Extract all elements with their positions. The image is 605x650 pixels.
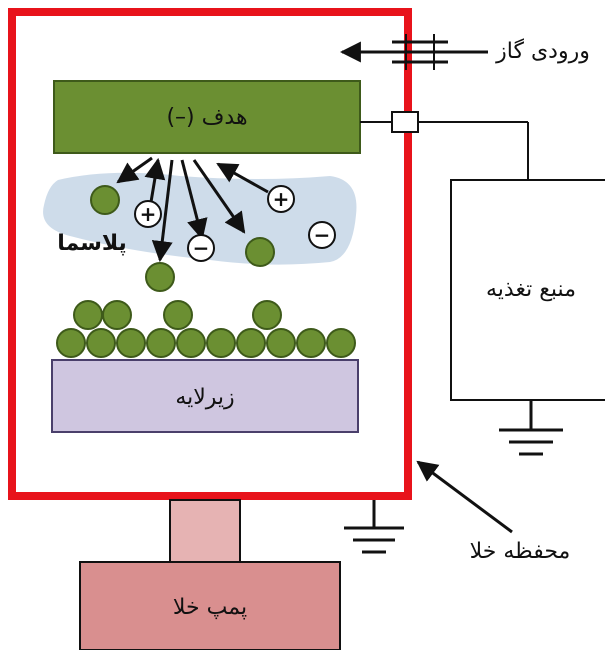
ground-symbol	[344, 500, 404, 554]
sputtered-particle	[245, 237, 275, 267]
chamber-pointer-arrow	[416, 460, 513, 534]
gas-inlet: ورودی گاز	[339, 34, 590, 70]
substrate-label: زیرلایه	[175, 385, 234, 410]
film-particle	[206, 328, 236, 358]
substrate: زیرلایه	[51, 359, 359, 433]
film-particle	[86, 328, 116, 358]
vacuum-pump-label: پمپ خلا	[173, 595, 247, 620]
deposited-film	[56, 300, 356, 358]
negative-ion-symbol: −	[193, 236, 210, 260]
negative-ion: −	[187, 234, 215, 262]
ground-symbol	[499, 400, 563, 456]
target-label: هدف (–)	[166, 105, 247, 130]
film-particle	[266, 328, 296, 358]
positive-ion-symbol: +	[140, 202, 157, 226]
film-particle	[326, 328, 356, 358]
vacuum-pump: پمپ خلا	[79, 561, 341, 650]
negative-ion: −	[308, 221, 336, 249]
gas-inlet-label: ورودی گاز	[495, 38, 590, 64]
film-particle	[252, 300, 282, 330]
power-supply-label: منبع تغذیه	[486, 277, 576, 302]
film-particle	[146, 328, 176, 358]
positive-ion: +	[267, 185, 295, 213]
film-particle	[296, 328, 326, 358]
film-particle	[102, 300, 132, 330]
positive-ion: +	[134, 200, 162, 228]
film-particle	[176, 328, 206, 358]
film-particle	[56, 328, 86, 358]
positive-ion-symbol: +	[273, 187, 290, 211]
film-particle	[116, 328, 146, 358]
power-supply: منبع تغذیه	[450, 179, 605, 401]
power-wiring	[360, 121, 529, 180]
sputtered-particle	[145, 262, 175, 292]
vacuum-chamber-label: محفظه خلا	[470, 539, 571, 564]
negative-ion-symbol: −	[314, 223, 331, 247]
plasma-label: پلاسما	[57, 231, 127, 256]
film-particle	[73, 300, 103, 330]
sputtered-particle	[90, 185, 120, 215]
pump-connector	[169, 499, 241, 563]
ion-trajectories	[116, 156, 269, 263]
film-particle	[236, 328, 266, 358]
feedthrough-connector	[391, 111, 419, 133]
target-electrode: هدف (–)	[53, 80, 361, 154]
film-particle	[163, 300, 193, 330]
